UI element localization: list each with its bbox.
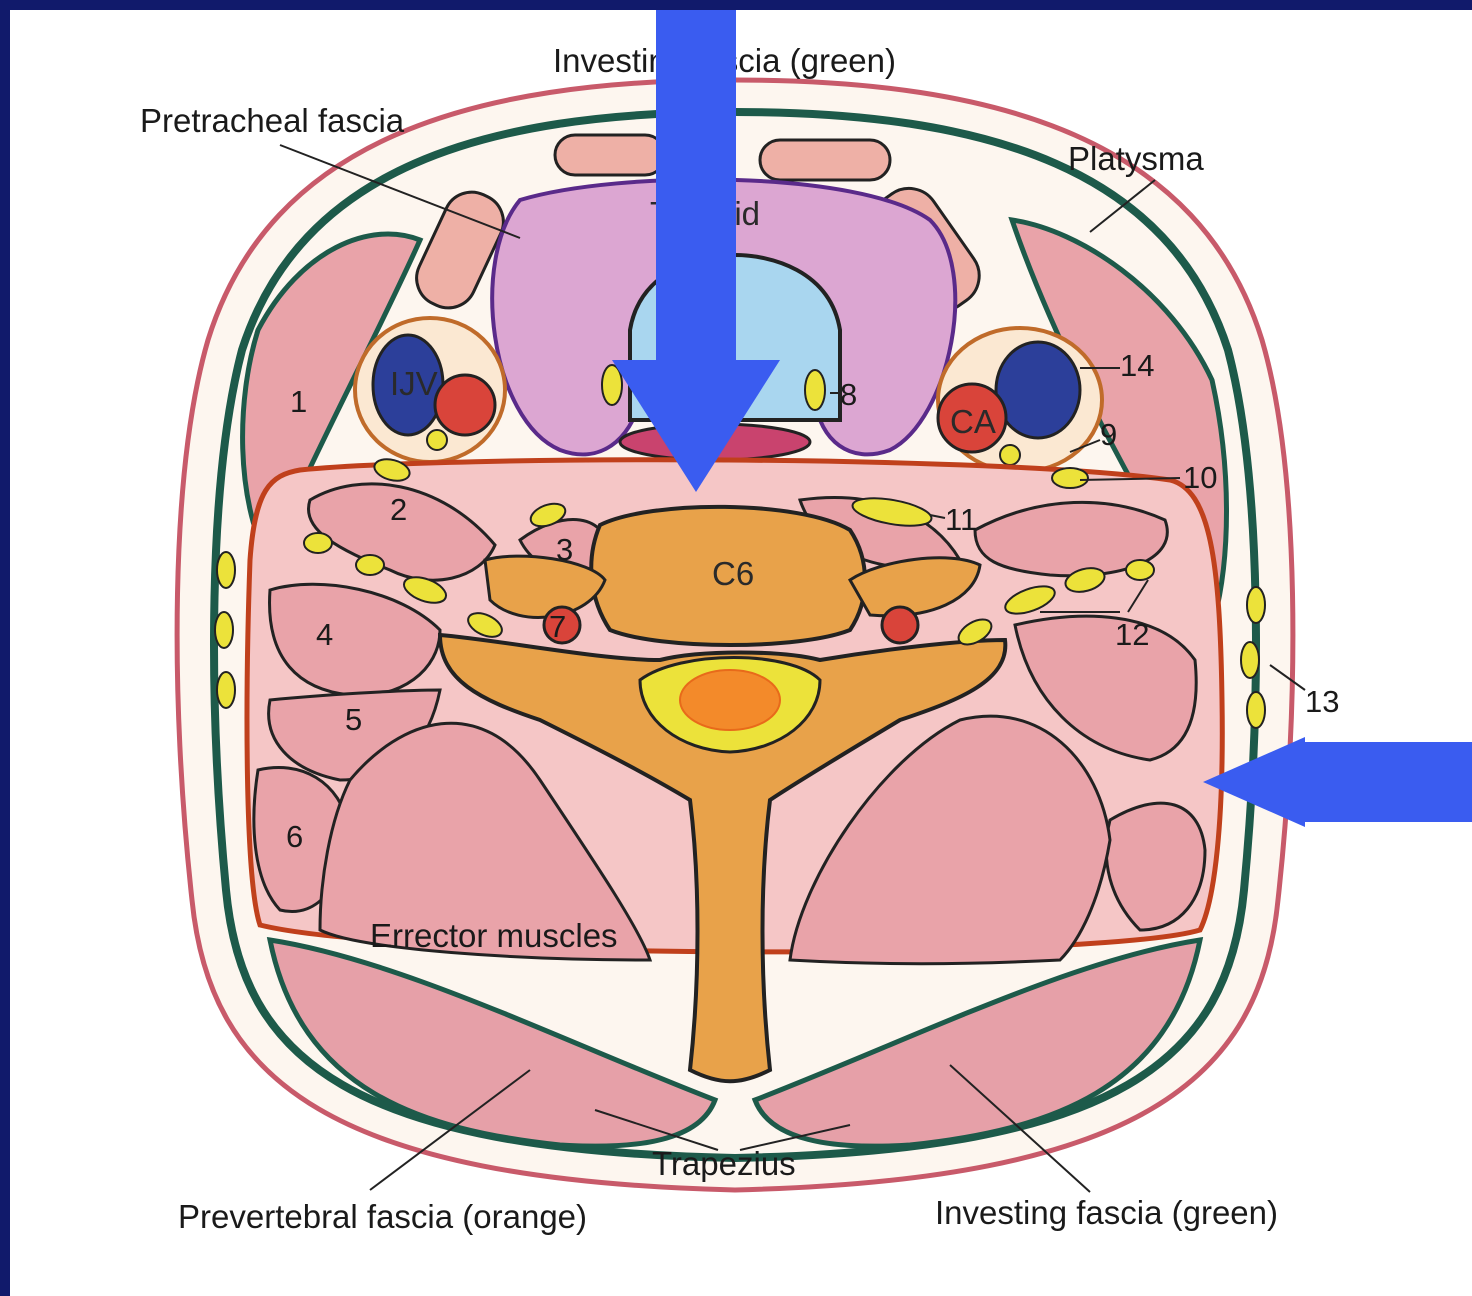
- label-platysma: Platysma: [1068, 140, 1204, 177]
- num-2: 2: [390, 492, 407, 527]
- num-4: 4: [316, 617, 333, 652]
- num-11: 11: [945, 502, 977, 537]
- num-5: 5: [345, 702, 362, 737]
- num-12: 12: [1115, 617, 1149, 652]
- num-1: 1: [290, 384, 307, 419]
- label-prevertebral-fascia: Prevertebral fascia (orange): [178, 1198, 587, 1235]
- carotid-sheath-right: [938, 328, 1102, 472]
- num-7: 7: [549, 609, 566, 644]
- num-8: 8: [840, 377, 857, 412]
- neck-cross-section-diagram: Investing fascia (green) Pretracheal fas…: [10, 10, 1472, 1296]
- num-3: 3: [556, 532, 573, 567]
- label-errector-muscles: Errector muscles: [370, 917, 618, 954]
- num-13: 13: [1305, 684, 1339, 719]
- label-pretracheal-fascia: Pretracheal fascia: [140, 102, 405, 139]
- ca-left: [435, 375, 495, 435]
- nerve-8-right: [805, 370, 825, 410]
- vertebral-artery-right: [882, 607, 918, 643]
- label-investing-fascia-bottom: Investing fascia (green): [935, 1194, 1278, 1231]
- num-9: 9: [1100, 417, 1117, 452]
- num-14: 14: [1120, 348, 1154, 383]
- diagram-frame: Investing fascia (green) Pretracheal fas…: [10, 10, 1472, 1296]
- vagus-left: [427, 430, 447, 450]
- num-6: 6: [286, 819, 303, 854]
- label-trapezius: Trapezius: [652, 1145, 796, 1182]
- spinal-cord: [680, 670, 780, 730]
- label-ijv: IJV: [390, 365, 438, 402]
- label-ca: CA: [950, 403, 996, 440]
- num-10: 10: [1183, 460, 1217, 495]
- ijv-right: [996, 342, 1080, 438]
- vagus-right: [1000, 445, 1020, 465]
- label-c6: C6: [712, 555, 754, 592]
